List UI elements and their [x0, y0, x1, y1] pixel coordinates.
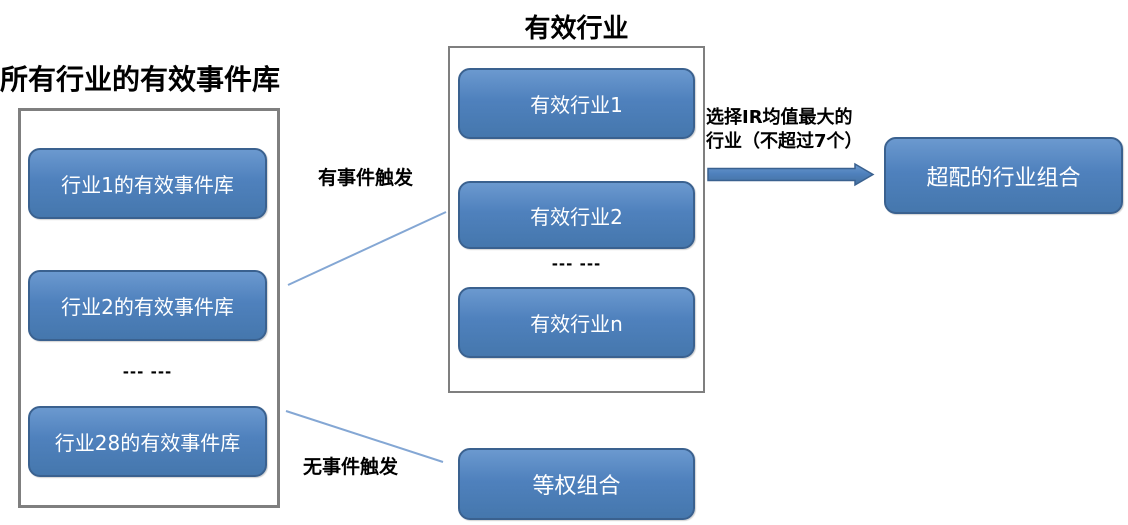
middle-panel-title: 有效行业	[524, 14, 629, 44]
no-event-trigger-label: 无事件触发	[303, 456, 399, 478]
overweight-portfolio-box: 超配的行业组合	[884, 137, 1123, 214]
middle-panel-frame	[448, 46, 705, 393]
selection-rule-line2: 行业（不超过7个）	[706, 131, 863, 153]
selection-arrow	[707, 162, 875, 187]
middle-panel-ellipsis: --- ---	[551, 255, 602, 273]
selection-rule-line1: 选择IR均值最大的	[706, 107, 853, 128]
middle-box-effective-industry-1: 有效行业1	[458, 68, 695, 139]
left-box-industry-1: 行业1的有效事件库	[28, 148, 267, 219]
event-trigger-line	[287, 211, 447, 286]
left-box-industry-2: 行业2的有效事件库	[28, 270, 267, 341]
left-panel-ellipsis: --- ---	[122, 363, 173, 381]
left-panel-frame	[18, 108, 280, 508]
left-panel-title: 所有行业的有效事件库	[0, 63, 281, 96]
middle-box-effective-industry-2: 有效行业2	[458, 181, 695, 249]
selection-rule-label: 选择IR均值最大的 行业（不超过7个）	[706, 106, 863, 155]
middle-box-effective-industry-n: 有效行业n	[458, 287, 695, 358]
event-trigger-label: 有事件触发	[318, 167, 414, 189]
left-box-industry-28: 行业28的有效事件库	[28, 406, 267, 477]
equal-weight-portfolio-box: 等权组合	[458, 448, 695, 520]
